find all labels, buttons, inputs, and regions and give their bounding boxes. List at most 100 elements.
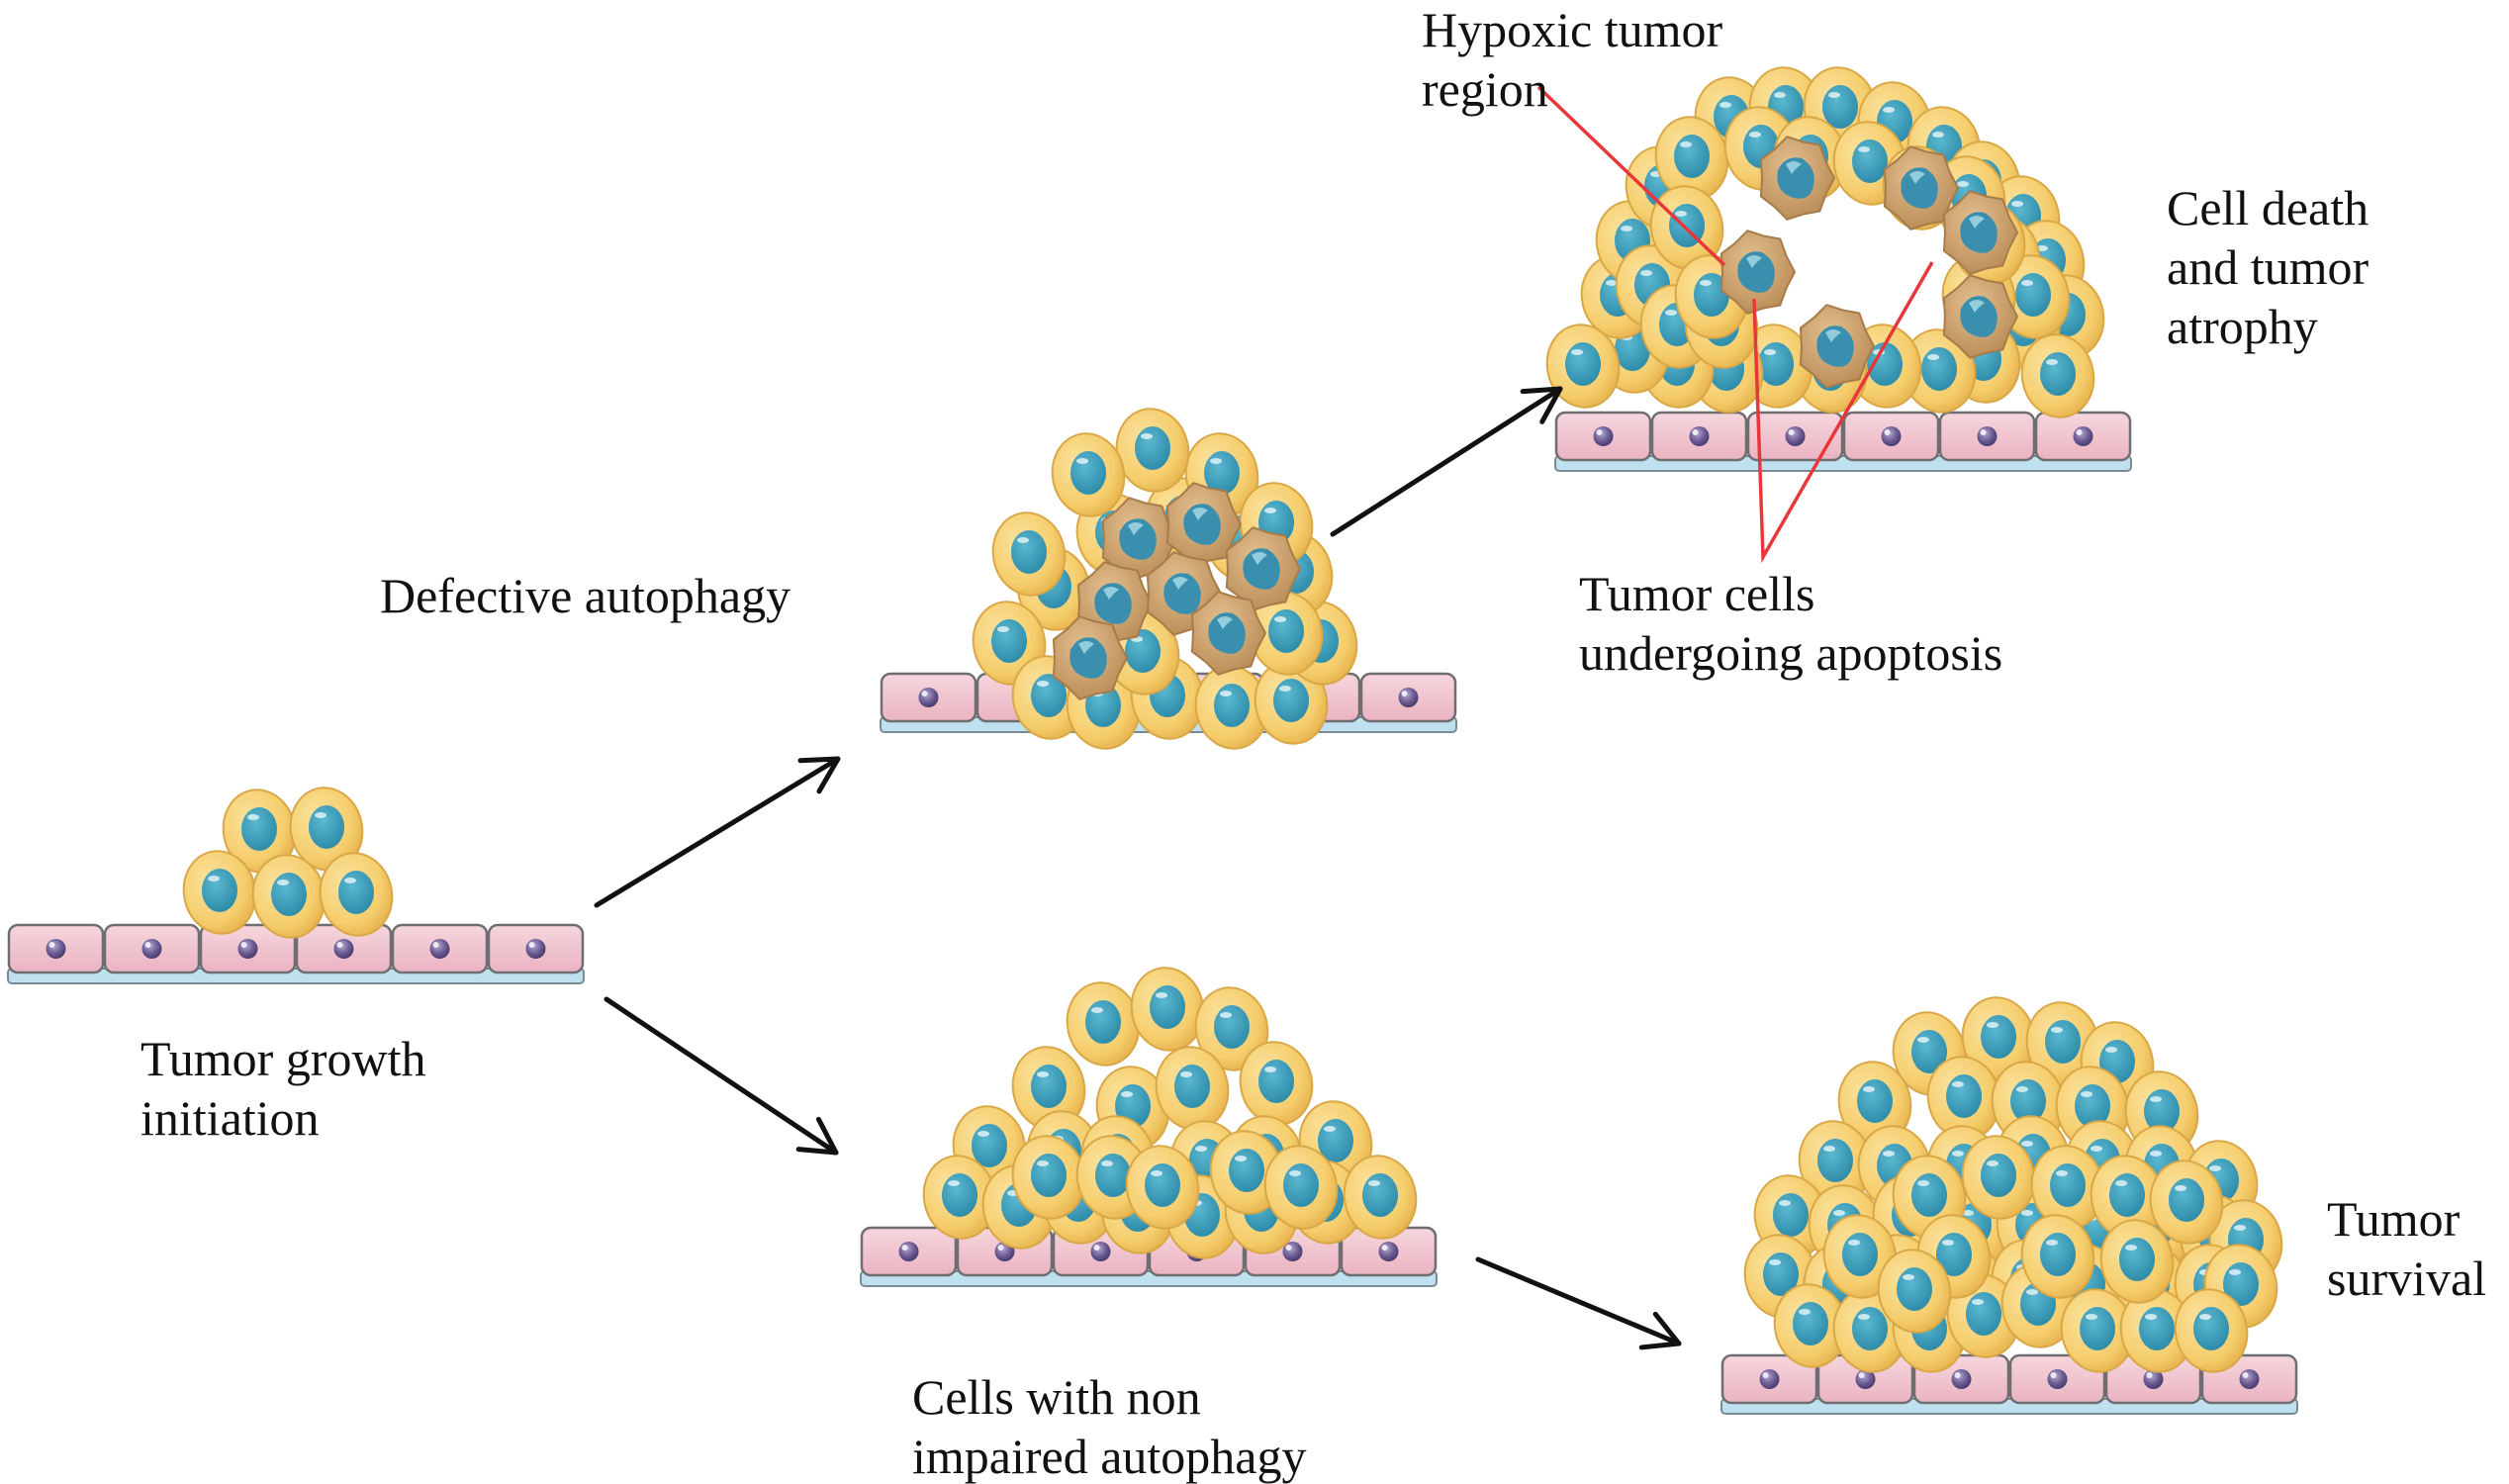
tumor-cell: [319, 852, 394, 937]
tumor-cell: [1654, 116, 1729, 201]
epithelial-nucleus: [525, 939, 546, 959]
fragmented-nucleus: [1816, 325, 1854, 367]
tumor-cell: [1837, 1061, 1912, 1146]
apoptotic-cell: [1799, 304, 1875, 389]
nucleus-highlight: [2242, 1372, 2249, 1378]
tumor-nucleus: [1150, 985, 1185, 1029]
tumor-cluster-atrophy: [1545, 66, 2105, 418]
tumor-nucleus: [2015, 273, 2051, 317]
label-line: region: [1422, 61, 1548, 117]
fragmented-nucleus: [1960, 296, 1998, 337]
tumor-cell: [1115, 408, 1190, 493]
tumor-cluster-defective: [972, 408, 1358, 750]
nucleus-highlight: [528, 942, 535, 948]
tumor-nucleus: [2040, 352, 2076, 396]
tumor-nucleus: [1174, 1065, 1210, 1108]
epithelial-nucleus: [2047, 1369, 2068, 1389]
tumor-nucleus: [1773, 1193, 1809, 1237]
nucleus-highlight: [1788, 429, 1795, 435]
nucleus-highlight: [997, 1245, 1004, 1251]
fragmented-nucleus: [1777, 157, 1814, 199]
nucleus-highlight: [1884, 429, 1891, 435]
tumor-nucleus: [1273, 679, 1309, 722]
tumor-nucleus: [1817, 1139, 1853, 1182]
apoptotic-cell: [1759, 136, 1835, 221]
epithelial-nucleus: [141, 939, 162, 959]
tumor-cluster-non-impaired: [922, 967, 1418, 1259]
tumor-cell: [182, 850, 257, 935]
epithelial-nucleus: [1977, 426, 1998, 446]
label-line: Tumor cells: [1579, 566, 1815, 621]
nucleus-highlight: [1596, 429, 1603, 435]
epithelial-nucleus: [1881, 426, 1902, 446]
epithelial-nucleus: [333, 939, 354, 959]
tumor-nucleus: [942, 1173, 977, 1217]
arrowhead-icon: [795, 1116, 839, 1156]
fragmented-nucleus: [1960, 212, 1998, 253]
epithelial-layer-survival: [1720, 1353, 2298, 1415]
nucleus-highlight: [1692, 429, 1699, 435]
nucleus-highlight: [1093, 1245, 1100, 1251]
nucleus-highlight: [1980, 429, 1987, 435]
apoptotic-cell: [1719, 230, 1796, 315]
tumor-nucleus: [1362, 1173, 1398, 1217]
label-line: and tumor: [2167, 239, 2370, 295]
tumor-cell: [222, 788, 297, 874]
label-defective-autophagy: Defective autophagy: [380, 566, 790, 625]
fragmented-nucleus: [1901, 167, 1938, 209]
fragmented-nucleus: [1243, 548, 1280, 590]
tumor-nucleus: [1793, 1302, 1828, 1345]
epithelial-nucleus: [2239, 1369, 2260, 1389]
fragmented-nucleus: [1183, 504, 1221, 545]
tumor-cell: [2149, 1159, 2224, 1245]
epithelial-nucleus: [1689, 426, 1710, 446]
tumor-nucleus: [1981, 1154, 2016, 1197]
tumor-cell: [2174, 1288, 2249, 1373]
tumor-cell: [2020, 1214, 2095, 1299]
label-line: initiation: [140, 1090, 320, 1146]
tumor-cell: [289, 787, 364, 872]
tumor-cell: [1926, 1056, 2001, 1141]
epithelial-nucleus: [1398, 688, 1419, 707]
epithelial-nucleus: [429, 939, 450, 959]
tumor-nucleus: [1085, 1000, 1121, 1044]
tumor-nucleus: [1921, 347, 1957, 391]
tumor-nucleus: [972, 1124, 1007, 1167]
tumor-nucleus: [2193, 1307, 2229, 1350]
arrow-initiation-to-non-impaired: [604, 996, 839, 1156]
epithelial-nucleus: [1593, 426, 1614, 446]
nucleus-highlight: [240, 942, 247, 948]
tumor-cell: [1011, 1046, 1086, 1131]
tumor-nucleus: [1911, 1173, 1947, 1217]
fragmented-nucleus: [1069, 637, 1107, 679]
apoptotic-cell: [1225, 526, 1301, 611]
tumor-cell: [1822, 1214, 1898, 1299]
label-line: Tumor growth: [140, 1031, 426, 1086]
nucleus-highlight: [336, 942, 343, 948]
epithelial-layer-initiation: [7, 923, 585, 984]
fragmented-nucleus: [1119, 518, 1157, 560]
nucleus-highlight: [1401, 691, 1408, 696]
nucleus-highlight: [144, 942, 151, 948]
tumor-nucleus: [1758, 342, 1794, 386]
nucleus-highlight: [2076, 429, 2083, 435]
arrowhead-icon: [797, 756, 841, 794]
tumor-cell: [2060, 1288, 2135, 1373]
tumor-cell: [1209, 1130, 1284, 1215]
tumor-nucleus: [2045, 1020, 2081, 1064]
arrowhead-icon: [1520, 386, 1563, 424]
tumor-nucleus: [1946, 1074, 1982, 1118]
tumor-nucleus: [1897, 1267, 1932, 1311]
label-line: impaired autophagy: [912, 1429, 1307, 1484]
tumor-nucleus: [2050, 1163, 2086, 1207]
tumor-cell: [991, 511, 1067, 597]
nucleus-highlight: [48, 942, 55, 948]
label-non-impaired-autophagy: Cells with non impaired autophagy: [912, 1367, 1307, 1484]
tumor-cell: [1263, 1145, 1339, 1230]
apoptotic-cell: [1883, 145, 1959, 231]
tumor-cell: [1877, 1249, 1952, 1334]
tumor-nucleus: [1966, 1292, 2001, 1336]
tumor-nucleus: [2169, 1178, 2204, 1222]
